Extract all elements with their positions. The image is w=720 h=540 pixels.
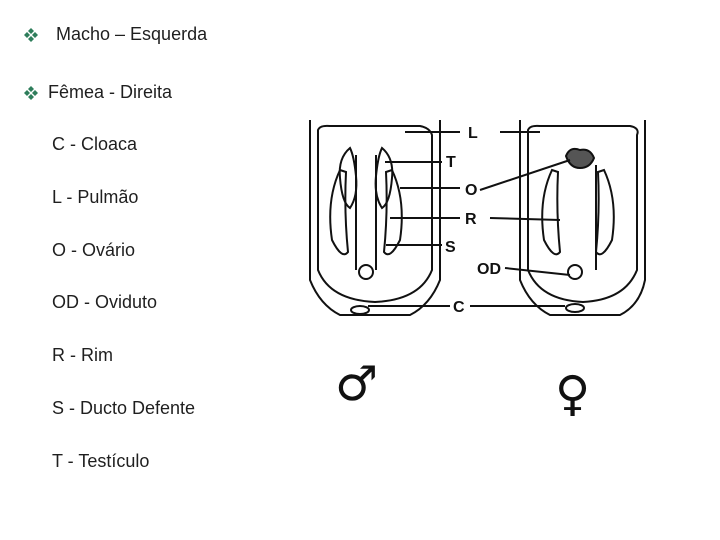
male-kidney-right	[384, 170, 402, 254]
diamond-bullet-icon	[24, 86, 38, 100]
bullet-femea: Fêmea - Direita	[24, 82, 172, 103]
bullet-macho-text: Macho – Esquerda	[56, 24, 207, 45]
female-kidney-right	[596, 170, 614, 254]
label-L: L	[468, 125, 478, 142]
male-cloaca-upper	[359, 265, 373, 279]
male-symbol-icon: ♂	[335, 356, 378, 412]
male-testis-left	[340, 148, 357, 208]
female-cloaca	[566, 304, 584, 312]
bullet-macho: Macho – Esquerda	[24, 24, 207, 45]
female-symbol-icon: ♀	[555, 366, 590, 422]
legend-ovario: O - Ovário	[52, 240, 135, 261]
label-C: C	[453, 299, 465, 316]
female-kidney-left	[542, 170, 560, 254]
bullet-femea-text: Fêmea - Direita	[48, 82, 172, 103]
legend-pulmao: L - Pulmão	[52, 187, 138, 208]
anatomy-figure: L T O R S OD C ♂ ♀	[290, 110, 660, 430]
label-O: O	[465, 182, 477, 199]
legend-cloaca: C - Cloaca	[52, 134, 137, 155]
label-R: R	[465, 211, 477, 228]
legend-rim: R - Rim	[52, 345, 113, 366]
legend-oviduto: OD - Oviduto	[52, 292, 157, 313]
label-OD: OD	[477, 261, 501, 278]
legend-ducto-defente: S - Ducto Defente	[52, 398, 195, 419]
female-cloaca-upper	[568, 265, 582, 279]
male-cloaca	[351, 306, 369, 314]
male-testis-right	[376, 148, 393, 208]
label-S: S	[445, 239, 456, 256]
male-kidney-left	[330, 170, 348, 254]
legend-testiculo: T - Testículo	[52, 451, 149, 472]
diamond-bullet-icon	[24, 28, 38, 42]
female-ovary	[566, 149, 594, 168]
label-T: T	[446, 154, 456, 171]
